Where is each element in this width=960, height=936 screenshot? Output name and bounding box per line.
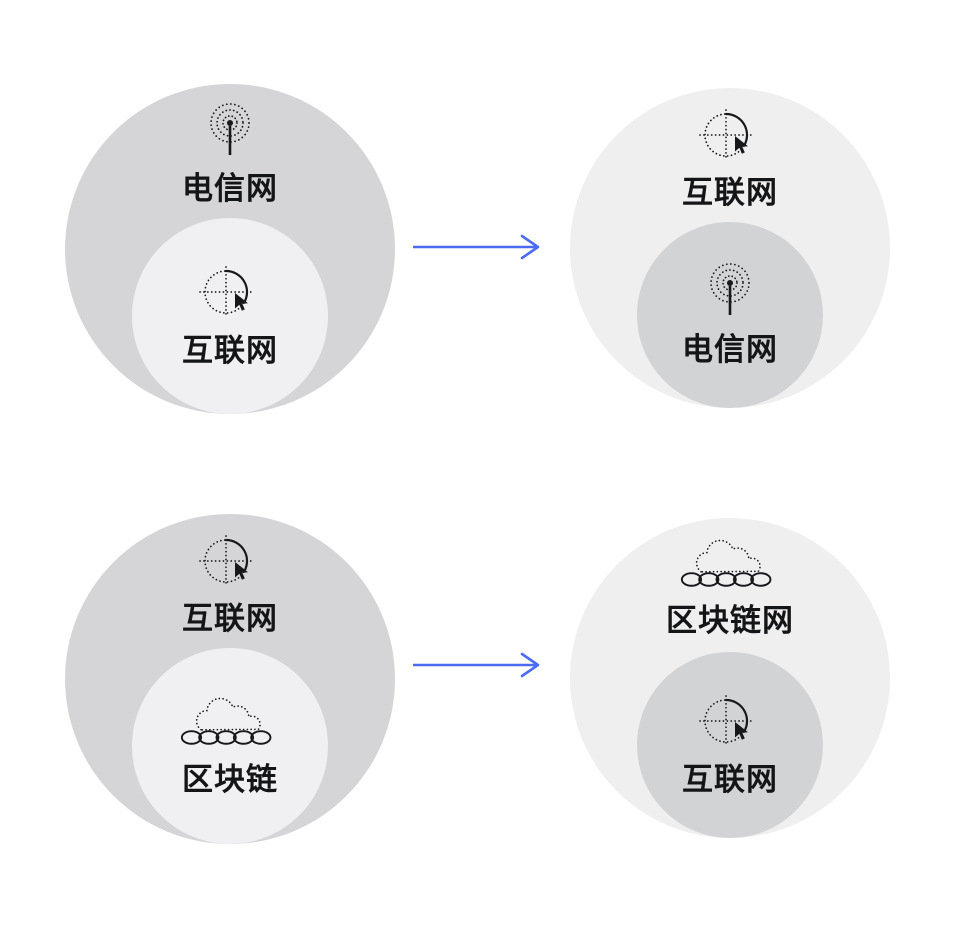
outer-circle-label: 电信网 [182,171,278,206]
arrow-right-icon [413,652,540,678]
globe-cursor-icon [194,533,266,593]
inner-circle-label: 区块链 [182,761,278,797]
antenna-icon [694,263,766,323]
outer-circle-content: 区块链网 [570,537,890,639]
globe-cursor-icon [694,693,766,753]
outer-circle-content: 互联网 [65,533,395,637]
venn-top-before: 电信网 互联网 [65,84,395,414]
outer-circle-content: 互联网 [570,107,890,211]
arrow-head [520,652,540,678]
outer-circle-label: 互联网 [682,175,778,210]
venn-bottom-before: 互联网 区块链 [65,514,395,844]
inner-circle-telecom: 电信网 [637,222,823,408]
inner-circle-internet: 互联网 [637,652,823,838]
inner-circle-blockchain: 区块链 [132,648,328,844]
inner-circle-label: 互联网 [682,761,778,797]
globe-cursor-icon [194,264,266,324]
outer-circle-content: 电信网 [65,103,395,207]
outer-circle-label: 互联网 [182,601,278,636]
venn-top-after: 互联网 电信网 [570,88,890,408]
cloud-chain-icon [178,695,282,753]
venn-bottom-after: 区块链网 互联网 [570,518,890,838]
cloud-chain-icon [678,537,782,595]
inner-circle-internet: 互联网 [132,218,328,414]
arrow-head [520,234,540,260]
antenna-icon [194,103,266,163]
arrow-right-icon [413,234,540,260]
outer-circle-label: 区块链网 [666,603,794,638]
globe-cursor-icon [694,107,766,167]
inner-circle-label: 互联网 [182,332,278,368]
inner-circle-label: 电信网 [682,331,778,367]
